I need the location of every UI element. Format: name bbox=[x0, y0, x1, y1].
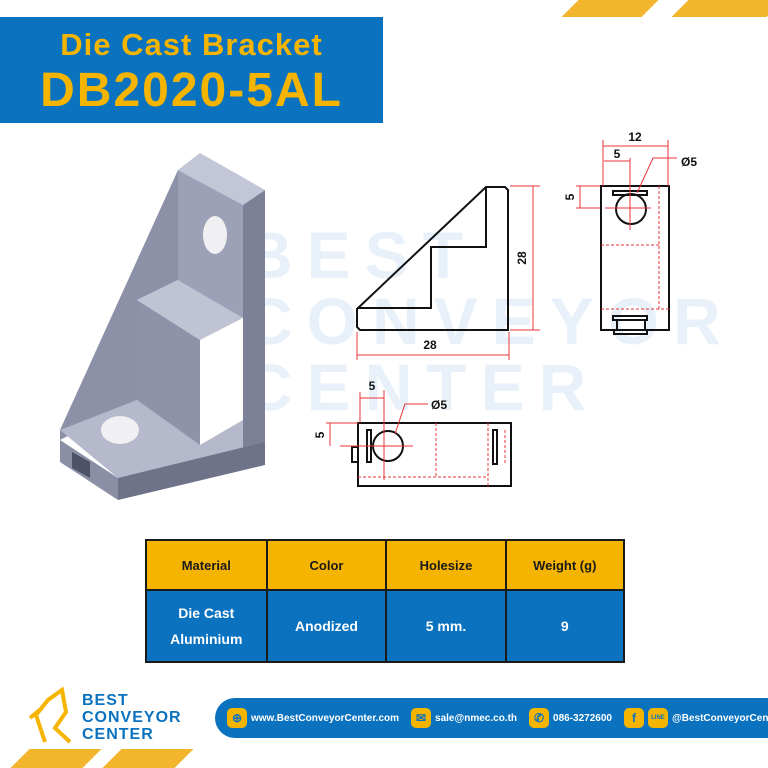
cell-holesize: 5 mm. bbox=[385, 589, 507, 663]
mail-icon: ✉ bbox=[411, 708, 432, 728]
header-holesize: Holesize bbox=[385, 539, 507, 591]
watermark: BEST CONVEYOR CENTER bbox=[245, 218, 735, 424]
header-color: Color bbox=[265, 539, 388, 591]
dim-side-width: 28 bbox=[423, 338, 437, 352]
dim-bottom-hole-y: 5 bbox=[313, 431, 327, 438]
phone-number[interactable]: 086-3272600 bbox=[553, 712, 612, 724]
title-banner: Die Cast Bracket DB2020-5AL bbox=[0, 17, 383, 123]
product-model: DB2020-5AL bbox=[40, 64, 343, 117]
contact-bar: ⊕ www.BestConveyorCenter.com ✉ sale@nmec… bbox=[215, 698, 768, 738]
table-header-row: Material Color Holesize Weight (g) bbox=[145, 539, 626, 591]
dim-side-height: 28 bbox=[515, 251, 529, 265]
product-title: Die Cast Bracket bbox=[60, 27, 323, 62]
social-handle[interactable]: @BestConveyorCenter bbox=[671, 712, 768, 724]
dim-front-hole-x: 5 bbox=[614, 147, 621, 161]
footer-logo-text: BEST CONVEYOR CENTER bbox=[82, 692, 182, 743]
bracket-3d-render bbox=[60, 153, 265, 500]
dim-bottom-hole-x: 5 bbox=[369, 379, 376, 393]
header-weight: Weight (g) bbox=[504, 539, 626, 591]
dim-front-hole-y: 5 bbox=[563, 193, 577, 200]
dim-front-width: 12 bbox=[628, 130, 642, 144]
cell-weight: 9 bbox=[504, 589, 626, 663]
website-link[interactable]: www.BestConveyorCenter.com bbox=[251, 712, 400, 724]
phone-icon: ✆ bbox=[529, 708, 550, 728]
header-material: Material bbox=[145, 539, 268, 591]
front-view-dimensions bbox=[576, 140, 677, 310]
dim-front-hole-dia: Ø5 bbox=[681, 155, 697, 169]
globe-icon: ⊕ bbox=[227, 708, 247, 728]
bottom-view-dimensions bbox=[326, 390, 506, 486]
spec-table: Material Color Holesize Weight (g) Die C… bbox=[145, 539, 626, 663]
side-view-dimensions bbox=[356, 185, 540, 360]
front-view bbox=[600, 185, 670, 335]
line-icon[interactable]: LINE bbox=[647, 708, 668, 728]
cell-color: Anodized bbox=[265, 589, 388, 663]
logo-emblem bbox=[28, 686, 72, 744]
side-view bbox=[356, 186, 509, 331]
email-link[interactable]: sale@nmec.co.th bbox=[435, 712, 518, 724]
facebook-icon[interactable]: f bbox=[623, 708, 644, 728]
dim-bottom-hole-dia: Ø5 bbox=[431, 398, 447, 412]
